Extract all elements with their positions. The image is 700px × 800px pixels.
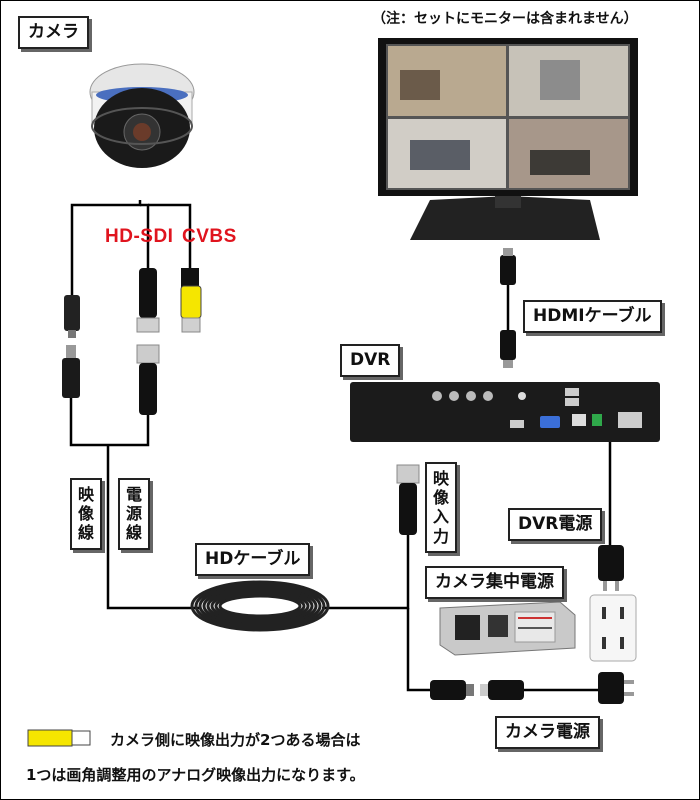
footnote-line-1: カメラ側に映像出力が2つある場合は <box>110 729 360 750</box>
cvbs-connector-legend-icon <box>28 730 90 746</box>
power-line-label: 電源線 <box>118 478 150 550</box>
camera-label: カメラ <box>18 16 89 49</box>
cvbs-label: CVBS <box>182 226 237 248</box>
dome-camera <box>90 64 194 168</box>
camera-power-cable <box>430 672 634 704</box>
hd-cable-coil <box>192 582 328 630</box>
connector-hdsdi-bnc <box>137 268 159 332</box>
dvr-unit <box>350 382 660 545</box>
hd-cable-label: HDケーブル <box>195 543 310 576</box>
dvr-label: DVR <box>340 344 400 377</box>
monitor <box>378 38 638 240</box>
connector-dc-female <box>64 295 80 338</box>
hdmi-cable-label: HDMIケーブル <box>523 300 662 333</box>
monitor-not-included-note: （注：セットにモニターは含まれません） <box>372 8 638 28</box>
wall-outlet <box>590 595 636 661</box>
camera-central-power-unit <box>440 602 575 655</box>
footnote-line-2: 1つは画角調整用のアナログ映像出力になります。 <box>26 764 365 785</box>
connector-cvbs-bnc <box>181 268 201 332</box>
hd-cable-bnc-plug <box>137 345 159 415</box>
hdsdi-label: HD-SDI <box>105 226 173 248</box>
hd-cable-dc-plug <box>62 345 80 398</box>
video-line-label: 映像線 <box>70 478 102 550</box>
camera-power-label: カメラ電源 <box>495 716 600 749</box>
camera-central-power-label: カメラ集中電源 <box>425 566 564 599</box>
dvr-power-adapter <box>598 545 624 591</box>
hdmi-cable <box>500 248 516 368</box>
dvr-video-input-bnc <box>397 465 419 535</box>
dvr-power-label: DVR電源 <box>508 508 602 541</box>
video-input-label: 映像入力 <box>425 462 457 553</box>
